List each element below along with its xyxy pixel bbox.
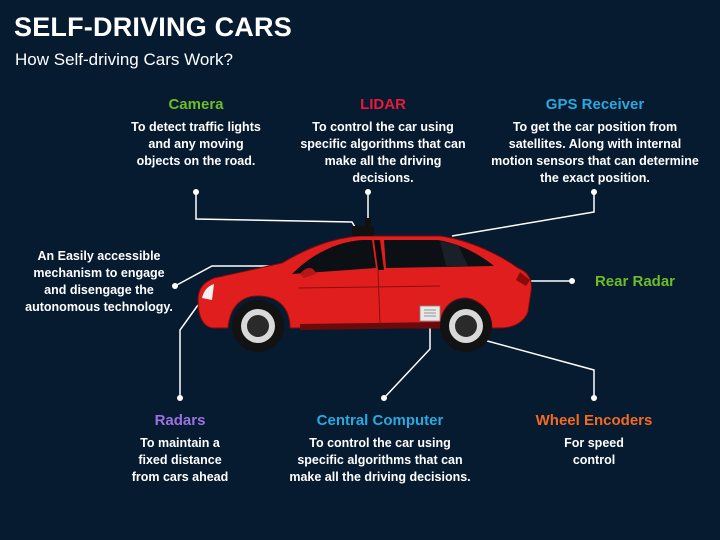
camera-title: Camera	[168, 96, 224, 113]
mechanism-note-line: An Easily accessible	[37, 249, 161, 263]
camera-connector	[195, 192, 359, 233]
computer-chip	[419, 305, 441, 322]
page-subtitle: How Self-driving Cars Work?	[15, 50, 233, 69]
radars-connector	[179, 304, 199, 398]
connector-dots	[172, 189, 597, 401]
wheel-encoders-desc-line: For speed	[564, 436, 624, 450]
wheel-encoders-block: Wheel Encoders For speed control	[519, 412, 669, 469]
gps-connector	[451, 192, 595, 237]
front-wheel	[232, 300, 284, 352]
central-computer-desc-line: specific algorithms that can	[297, 453, 463, 467]
rear-radar-title: Rear Radar	[594, 273, 676, 290]
rear-wheel	[440, 300, 492, 352]
radars-block: Radars To maintain a fixed distance from…	[110, 412, 250, 486]
radars-desc-line: To maintain a	[140, 436, 220, 450]
gps-desc-line: the exact position.	[540, 171, 650, 185]
mechanism-note-line: autonomous technology.	[25, 300, 173, 314]
camera-desc-line: and any moving	[148, 137, 244, 151]
lidar-desc-line: decisions.	[352, 171, 414, 185]
central-computer-desc-line: To control the car using	[309, 436, 451, 450]
lidar-title: LIDAR	[360, 96, 406, 113]
gps-desc-line: motion sensors that can determine	[491, 154, 699, 168]
wheel-encoders-desc-line: control	[572, 453, 616, 467]
camera-block: Camera To detect traffic lights and any …	[106, 96, 286, 170]
gps-block: GPS Receiver To get the car position fro…	[490, 96, 700, 187]
car	[197, 218, 532, 352]
lidar-desc-line: To control the car using	[312, 120, 454, 134]
radars-desc-line: fixed distance	[138, 453, 222, 467]
lidar-unit	[352, 226, 374, 236]
camera-desc-line: objects on the road.	[136, 154, 256, 168]
central-computer-block: Central Computer To control the car usin…	[280, 412, 480, 486]
gps-title: GPS Receiver	[545, 96, 645, 113]
page-title: SELF-DRIVING CARS	[14, 12, 292, 42]
central-computer-title: Central Computer	[316, 412, 444, 429]
headlight	[202, 284, 214, 300]
central-computer-connector	[383, 320, 431, 399]
camera-desc-line: To detect traffic lights	[131, 120, 261, 134]
mechanism-note: An Easily accessible mechanism to engage…	[24, 248, 174, 316]
lidar-desc-line: specific algorithms that can	[300, 137, 466, 151]
mechanism-note-line: and disengage the	[44, 283, 154, 297]
radars-desc-line: from cars ahead	[131, 470, 229, 484]
lidar-desc-line: make all the driving	[324, 154, 442, 168]
central-computer-desc-line: make all the driving decisions.	[289, 470, 471, 484]
mechanism-note-line: mechanism to engage	[33, 266, 165, 280]
gps-desc-line: To get the car position from	[512, 120, 678, 134]
rear-radar-block: Rear Radar	[585, 273, 685, 296]
car-windows	[292, 240, 376, 274]
wheel-encoders-connector	[479, 338, 595, 398]
mechanism-connector	[174, 265, 285, 287]
gps-desc-line: satellites. Along with internal	[508, 137, 682, 151]
radars-title: Radars	[154, 412, 206, 429]
lidar-block: LIDAR To control the car using specific …	[288, 96, 478, 187]
wheel-encoders-title: Wheel Encoders	[535, 412, 653, 429]
